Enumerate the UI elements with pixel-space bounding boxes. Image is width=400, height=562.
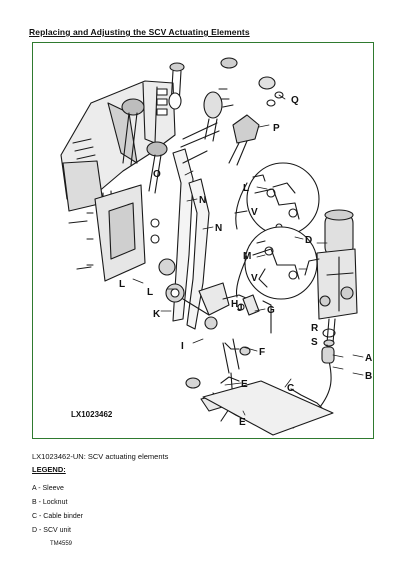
callout-N-upper: L xyxy=(243,183,249,194)
callout-C: C xyxy=(287,383,294,394)
callout-labels: Q P O N N L M V V D L L K I H J G F E E … xyxy=(71,95,372,428)
figure-frame: Q P O N N L M V V D L L K I H J G F E E … xyxy=(32,42,374,439)
legend-item: A - Sleeve xyxy=(32,485,64,492)
callout-I: H xyxy=(231,299,238,310)
callout-L-upper: L xyxy=(147,287,153,298)
console-housing xyxy=(60,80,176,244)
callout-D: D xyxy=(305,235,312,246)
legend-heading: LEGEND: xyxy=(32,465,66,474)
knob-R xyxy=(228,114,260,166)
callout-R: P xyxy=(273,123,280,134)
legend-item: B - Locknut xyxy=(32,499,68,506)
figure-caption: LX1023462-UN: SCV actuating elements xyxy=(32,452,169,461)
bracket-M xyxy=(68,184,160,282)
callout-B: B xyxy=(365,371,372,382)
callout-G: F xyxy=(259,347,265,358)
callout-N-lower: M xyxy=(243,251,251,262)
callout-P: N xyxy=(199,195,206,206)
legend-item: D - SCV unit xyxy=(32,527,71,534)
pivot-assembly xyxy=(158,258,230,330)
base-plate xyxy=(202,380,334,436)
callout-M: L xyxy=(119,279,125,290)
lever-knob-left xyxy=(121,98,168,194)
lever-knob-top-1 xyxy=(168,62,185,110)
document-code: TM4559 xyxy=(50,541,73,547)
callout-V-upper: V xyxy=(251,207,258,218)
actuating-rods xyxy=(172,122,220,330)
callout-T: R xyxy=(311,323,319,334)
callout-U: S xyxy=(311,337,318,348)
callout-O: N xyxy=(215,223,222,234)
figure-code: LX1023462 xyxy=(71,410,113,419)
callout-leaders xyxy=(132,94,364,416)
callout-F: E xyxy=(241,379,248,390)
knob-S xyxy=(266,91,284,107)
legend-list: A - Sleeve B - Locknut C - Cable binder … xyxy=(32,482,83,538)
legend-item: C - Cable binder xyxy=(32,513,83,520)
callout-S: Q xyxy=(291,95,299,106)
callout-E: E xyxy=(239,417,246,428)
callout-A: A xyxy=(365,353,372,364)
scv-unit xyxy=(304,209,358,364)
connector-arrows xyxy=(235,182,248,298)
callout-V-lower: V xyxy=(251,273,258,284)
document-title: Replacing and Adjusting the SCV Actuatin… xyxy=(29,27,250,37)
callout-Q: O xyxy=(153,169,161,180)
lever-knob-top-2 xyxy=(203,57,276,142)
callout-J: J xyxy=(237,303,243,314)
callout-K: I xyxy=(181,341,184,352)
callout-H: G xyxy=(267,305,275,316)
callout-L-lower: K xyxy=(153,309,161,320)
exploded-diagram: Q P O N N L M V V D L L K I H J G F E E … xyxy=(60,57,372,436)
detail-inset-upper xyxy=(234,162,320,236)
